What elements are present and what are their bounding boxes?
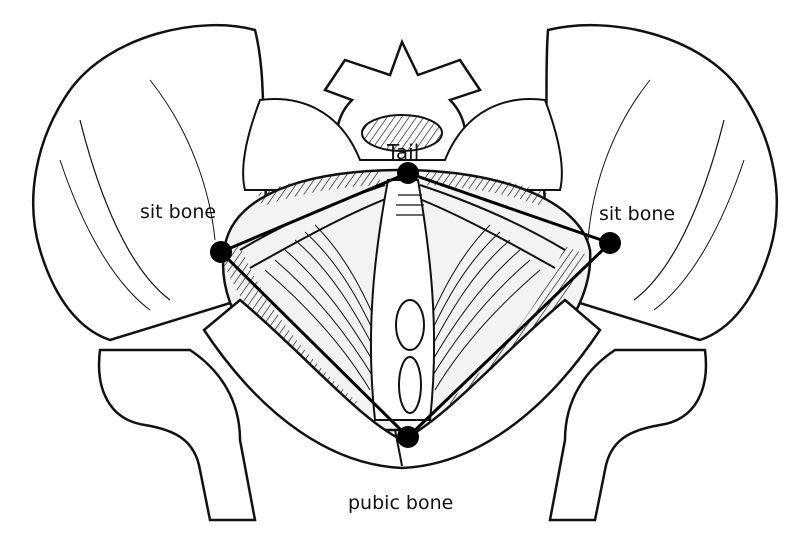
left-sit-bone-label: sit bone: [140, 201, 217, 223]
tail-label: Tail: [387, 140, 420, 164]
pubic-bone-label: pubic bone: [348, 492, 454, 514]
sacrum: [242, 98, 563, 191]
tail-marker: [397, 162, 419, 184]
left-femur: [97, 348, 257, 522]
pubic-bone-marker: [397, 426, 419, 448]
right-sit-bone-label: sit bone: [599, 203, 676, 225]
right-sit-bone-marker: [599, 232, 621, 254]
right-femur: [548, 348, 708, 522]
central-perineal-body: [369, 179, 436, 421]
left-sit-bone-marker: [210, 241, 232, 263]
pubic-arch: [202, 298, 602, 470]
